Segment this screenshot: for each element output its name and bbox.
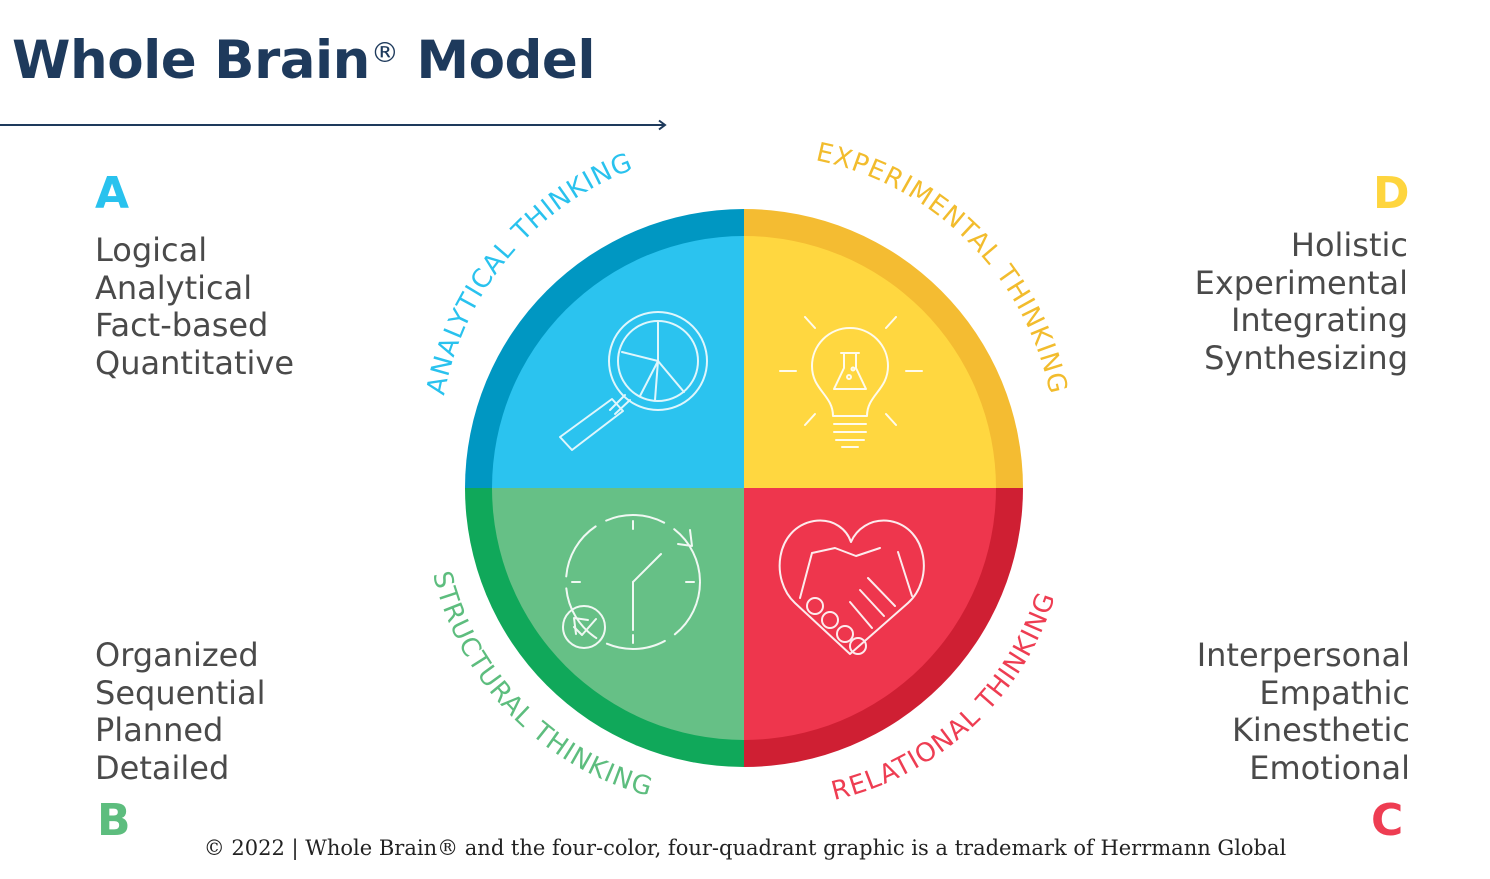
trait: Sequential <box>95 673 266 712</box>
trait: Logical <box>95 231 208 269</box>
trait: Fact-based <box>95 306 269 344</box>
lightbulb-flask-icon <box>779 316 923 448</box>
clock-checkmark-icon <box>562 514 701 650</box>
page-title: Whole Brain® Model <box>12 30 596 91</box>
quadrant-c-letter: C <box>1371 795 1404 846</box>
handshake-heart-icon <box>778 519 925 655</box>
trait: Experimental <box>1194 263 1408 302</box>
trait: Organized <box>95 636 259 674</box>
magnifier-pie-chart-icon <box>559 311 708 451</box>
trademark-footer: © 2022 | Whole Brain® and the four-color… <box>203 836 1287 860</box>
quadrant-b-traits: Organized Sequential Planned Detailed <box>95 636 266 787</box>
quadrant-d-letter: D <box>1373 168 1410 219</box>
trait: Analytical <box>95 268 253 307</box>
title-text: Whole Brain <box>12 30 370 91</box>
quadrant-d-fill <box>744 236 996 488</box>
registered-mark: ® <box>370 36 399 69</box>
title-underline-arrow <box>0 119 667 131</box>
quadrant-d-traits: Holistic Experimental Integrating Synthe… <box>1194 226 1408 377</box>
quadrant-c-fill <box>744 488 996 740</box>
trait: Synthesizing <box>1204 338 1408 377</box>
trait: Quantitative <box>95 343 295 382</box>
quadrant-c-traits: Interpersonal Empathic Kinesthetic Emoti… <box>1196 636 1410 787</box>
title-suffix: Model <box>398 30 596 91</box>
trait: Holistic <box>1290 226 1408 264</box>
quadrant-b-letter: B <box>97 795 131 846</box>
quadrant-a-traits: Logical Analytical Fact-based Quantitati… <box>95 231 295 382</box>
trait: Interpersonal <box>1196 636 1410 674</box>
quadrant-b-fill <box>492 488 744 740</box>
trait: Kinesthetic <box>1231 711 1410 749</box>
trait: Empathic <box>1259 673 1410 712</box>
trait: Detailed <box>95 748 230 787</box>
trait: Emotional <box>1249 748 1410 787</box>
quadrant-a-letter: A <box>95 168 130 219</box>
trait: Planned <box>95 711 224 749</box>
trait: Integrating <box>1230 301 1408 339</box>
